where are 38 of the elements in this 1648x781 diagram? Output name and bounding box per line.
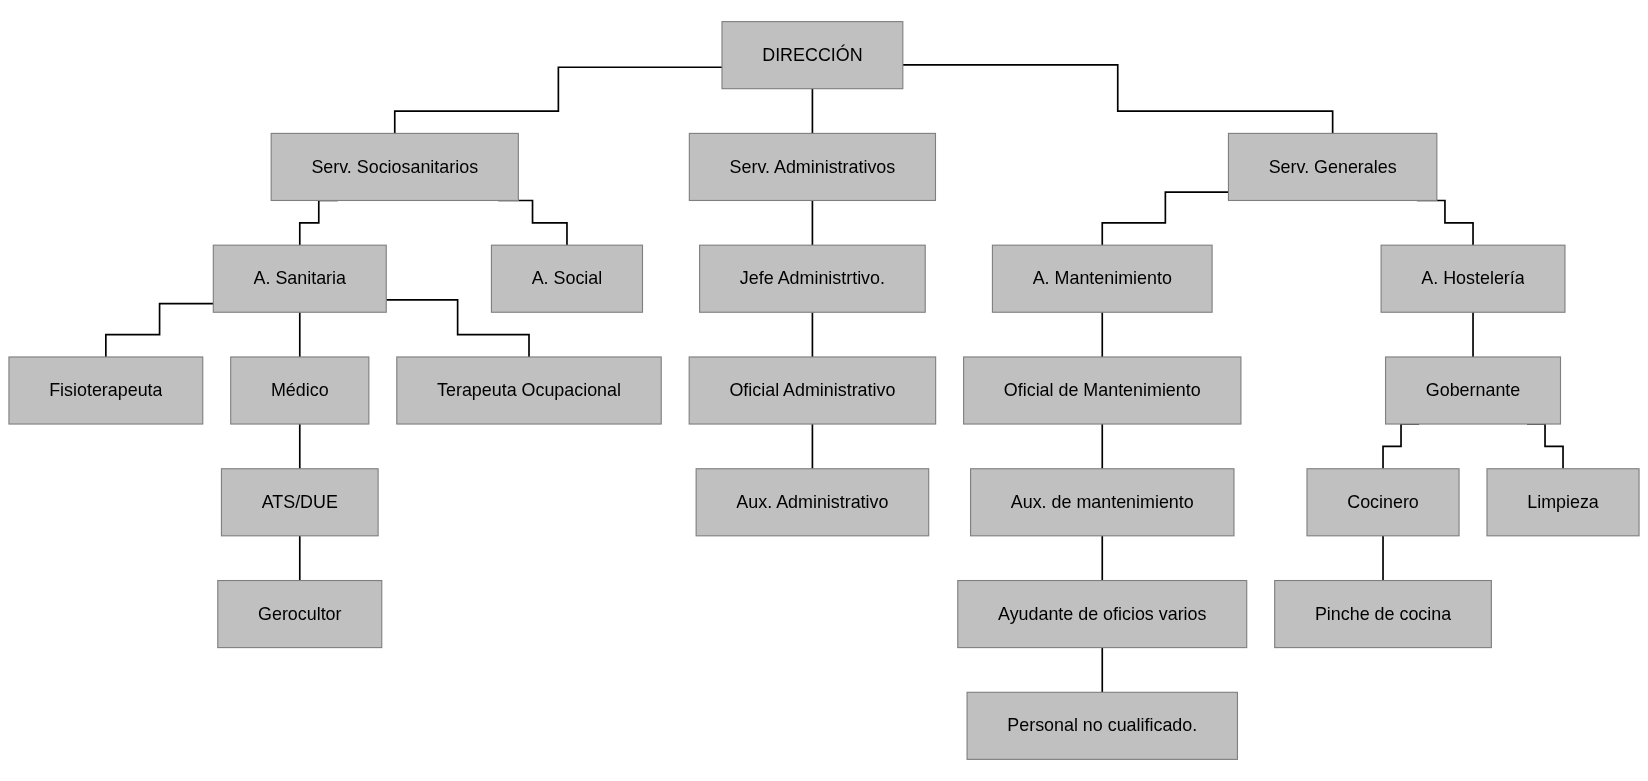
connector [811, 423, 814, 470]
node-box: A. Mantenimiento [991, 244, 1213, 313]
connector [902, 64, 1334, 135]
connector [298, 535, 301, 582]
node-box: Jefe Administrtivo. [699, 244, 926, 313]
node-box: A. Hostelería [1380, 244, 1566, 313]
connector [811, 311, 814, 358]
node-box: Serv. Generales [1227, 132, 1438, 202]
connector [298, 311, 301, 358]
node-box: Pinche de cocina [1274, 579, 1492, 649]
node-box: Serv. Sociosanitarios [270, 132, 519, 202]
node-box: ATS/DUE [220, 468, 379, 537]
connector [1101, 311, 1104, 358]
connector [811, 87, 814, 135]
node-box: Cocinero [1306, 468, 1460, 537]
connector [298, 423, 301, 470]
node-box: Personal no cualificado. [966, 691, 1238, 760]
node-box: Gobernante [1385, 356, 1562, 425]
node-box: Ayudante de oficios varios [957, 579, 1248, 649]
node-box: Oficial Administrativo [688, 356, 937, 425]
node-box: A. Social [490, 244, 644, 313]
node-box: DIRECCIÓN [721, 21, 904, 90]
connector [1472, 311, 1474, 358]
node-box: Oficial de Mantenimiento [963, 356, 1242, 425]
connector [1382, 535, 1384, 582]
node-box: Limpieza [1486, 468, 1640, 537]
node-box: Aux. de mantenimiento [970, 468, 1235, 537]
node-box: Gerocultor [217, 579, 383, 649]
node-box: Aux. Administrativo [695, 468, 930, 537]
node-box: Serv. Administrativos [688, 132, 937, 202]
connector [1101, 535, 1104, 582]
node-box: Fisioterapeuta [8, 356, 204, 425]
node-box: Terapeuta Ocupacional [396, 356, 662, 425]
node-box: Médico [230, 356, 370, 425]
node-box: A. Sanitaria [212, 244, 387, 313]
connector [811, 199, 814, 246]
connector [1101, 646, 1104, 694]
connector [1101, 423, 1104, 470]
